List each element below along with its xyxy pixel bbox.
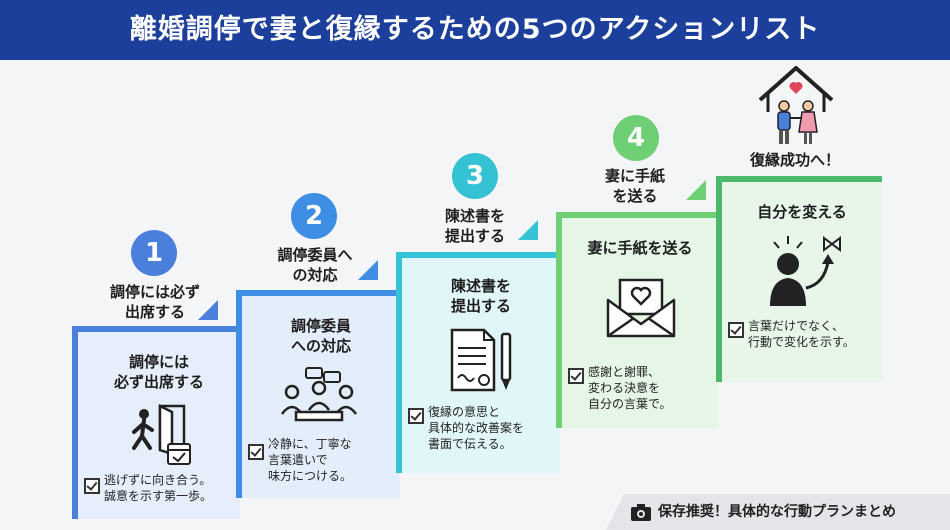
- goal-label: 復縁成功へ！: [749, 151, 840, 169]
- step-4-label: 妻に手紙 を送る: [604, 167, 665, 205]
- step-3-label: 陳述書を 提出する: [444, 207, 505, 245]
- step-1-card: 調停には 必ず出席する 逃げずに向き合う。 誠意を示す第一歩。: [72, 326, 240, 519]
- step-4-card-title: 妻に手紙を送る: [587, 239, 693, 257]
- step-5-description: 言葉だけでなく、 行動で変化を示す。: [748, 319, 855, 349]
- step-4-number: 4: [613, 115, 659, 161]
- letter-heart-icon: [606, 278, 676, 338]
- step-4-card: 妻に手紙を送る 感謝と謝罪、 変わる決意を 自分の言葉で。: [556, 212, 718, 428]
- page-title: 離婚調停で妻と復縁するための5つのアクションリスト: [0, 0, 950, 60]
- step-5-card-title: 自分を変える: [757, 203, 847, 221]
- camera-icon: [631, 504, 651, 521]
- step-3-description: 復縁の意思と 具体的な改善案を 書面で伝える。: [428, 405, 525, 451]
- person-growth-icon: [770, 236, 841, 306]
- document-pen-icon: [450, 328, 512, 392]
- meeting-icon: [280, 367, 358, 422]
- step-3-card: 陳述書を 提出する 復縁の意思と 具体的な改善案を 書面で伝える。: [396, 252, 560, 473]
- step-2-arrow: [358, 260, 378, 280]
- step-2-checkbox: [248, 444, 264, 460]
- step-1-checkbox: [84, 478, 100, 494]
- family-house-icon: [758, 66, 834, 144]
- step-1-label: 調停には必ず 出席する: [109, 283, 200, 321]
- step-2-card-title: 調停委員 への対応: [290, 317, 351, 355]
- step-2-card: 調停委員 への対応 冷静に、丁寧な 言葉遣いで 味方につける。: [236, 290, 400, 498]
- step-3-arrow: [518, 220, 538, 240]
- step-1-number: 1: [131, 230, 177, 276]
- step-2-label: 調停委員へ の対応: [277, 246, 353, 284]
- footer-text: 保存推奨！具体的な行動プランまとめ: [658, 504, 896, 520]
- step-5-card: 自分を変える 言葉だけでなく、 行動で変化を示す。: [716, 176, 882, 382]
- step-3-card-title: 陳述書を 提出する: [450, 277, 511, 315]
- step-2-number: 2: [291, 193, 337, 239]
- step-1-description: 逃げずに向き合う。 誠意を示す第一歩。: [104, 473, 213, 503]
- step-2-description: 冷静に、丁寧な 言葉遣いで 味方につける。: [268, 437, 353, 483]
- step-4-checkbox: [568, 368, 584, 384]
- door-exit-icon: [132, 404, 191, 465]
- step-4-arrow: [686, 180, 706, 200]
- footer-banner: 保存推奨！具体的な行動プランまとめ: [606, 494, 950, 530]
- step-3-number: 3: [452, 153, 498, 199]
- step-1-card-title: 調停には 必ず出席する: [113, 353, 204, 391]
- step-1-arrow: [198, 300, 218, 320]
- step-5-checkbox: [728, 322, 744, 338]
- step-3-checkbox: [408, 408, 424, 424]
- step-4-description: 感謝と謝罪、 変わる決意を 自分の言葉で。: [588, 365, 672, 411]
